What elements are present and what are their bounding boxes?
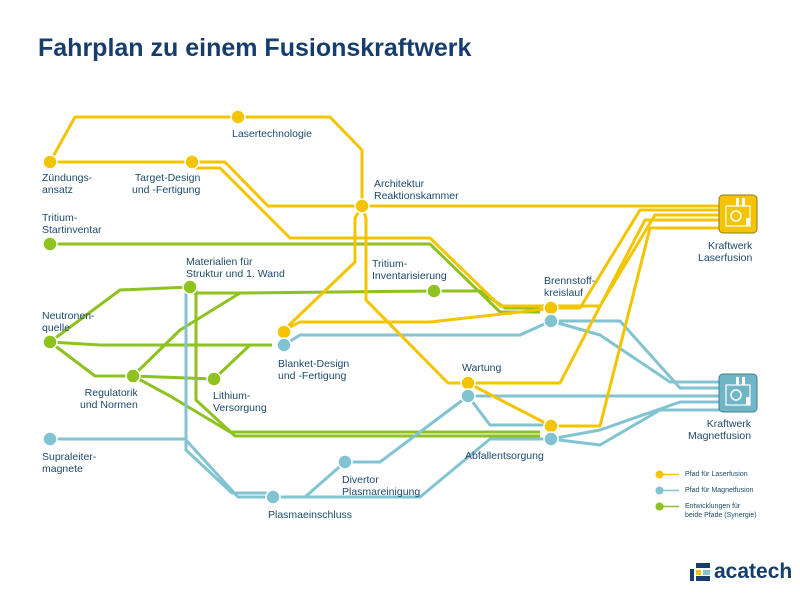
legend: Pfad für Laserfusion Pfad für Magnetfusi… xyxy=(655,470,757,527)
label-lasertech: Lasertechnologie xyxy=(232,128,312,140)
label-supraleiter: Supraleiter- magnete xyxy=(42,451,97,475)
node-tritium-start xyxy=(42,236,58,252)
label-divertor: Divertor Plasmareinigung xyxy=(342,474,421,498)
node-abfall-magnet xyxy=(543,431,559,447)
label-kw-laser: Kraftwerk Laserfusion xyxy=(698,240,753,264)
legend-item-synergy: Entwicklungen für beide Pfade (Synergie) xyxy=(655,502,757,520)
label-lithium: Lithium- Versorgung xyxy=(213,390,267,414)
power-plant-laser-icon xyxy=(718,194,758,234)
legend-item-magnet: Pfad für Magnetfusion xyxy=(655,486,757,495)
label-materialien: Materialien für Struktur und 1. Wand xyxy=(186,256,285,280)
node-lithium xyxy=(206,371,222,387)
node-brennstoff-laser xyxy=(543,300,559,316)
node-divertor xyxy=(337,454,353,470)
node-blanket-magnet xyxy=(276,337,292,353)
magnet-lines xyxy=(50,290,720,499)
node-architektur xyxy=(354,198,370,214)
node-regulatorik xyxy=(125,368,141,384)
label-wartung: Wartung xyxy=(462,362,502,374)
label-kw-magnet: Kraftwerk Magnetfusion xyxy=(688,418,752,442)
node-neutronen xyxy=(42,334,58,350)
acatech-logo: acatech xyxy=(690,560,792,584)
node-blanket-laser xyxy=(276,324,292,340)
power-plant-magnet-icon xyxy=(718,373,758,413)
node-wartung-laser xyxy=(460,375,476,391)
node-brennstoff-magnet xyxy=(543,313,559,329)
node-supraleiter xyxy=(42,431,58,447)
label-architektur: Architektur Reaktionskammer xyxy=(374,178,459,202)
label-neutronen: Neutronen- quelle xyxy=(42,310,95,334)
legend-synergy-swatch xyxy=(655,502,679,511)
node-plasma xyxy=(265,489,281,505)
label-blanket: Blanket-Design und -Fertigung xyxy=(278,358,350,382)
acatech-logo-mark xyxy=(690,563,710,581)
node-tritium-inv xyxy=(426,283,442,299)
label-brennstoff: Brennstoff- kreislauf xyxy=(544,275,596,299)
label-tritium-start: Tritium- Startinventar xyxy=(42,212,102,236)
label-plasma: Plasmaeinschluss xyxy=(268,509,353,521)
node-zuendung xyxy=(42,154,58,170)
node-lasertech xyxy=(230,109,246,125)
label-target: Target-Design und -Fertigung xyxy=(132,172,201,196)
legend-magnet-swatch xyxy=(655,486,679,495)
label-regulatorik: Regulatorik und Normen xyxy=(80,387,138,411)
label-abfall: Abfallentsorgung xyxy=(465,450,544,462)
node-abfall-laser xyxy=(543,418,559,434)
node-materialien xyxy=(182,279,198,295)
page-title: Fahrplan zu einem Fusionskraftwerk xyxy=(38,34,472,62)
node-target xyxy=(184,154,200,170)
legend-laser-swatch xyxy=(655,470,679,479)
node-wartung-magnet xyxy=(460,388,476,404)
legend-item-laser: Pfad für Laserfusion xyxy=(655,470,757,479)
label-zuendung: Zündungs- ansatz xyxy=(42,172,93,196)
label-tritium-inv: Tritium- Inventarisierung xyxy=(372,258,447,282)
